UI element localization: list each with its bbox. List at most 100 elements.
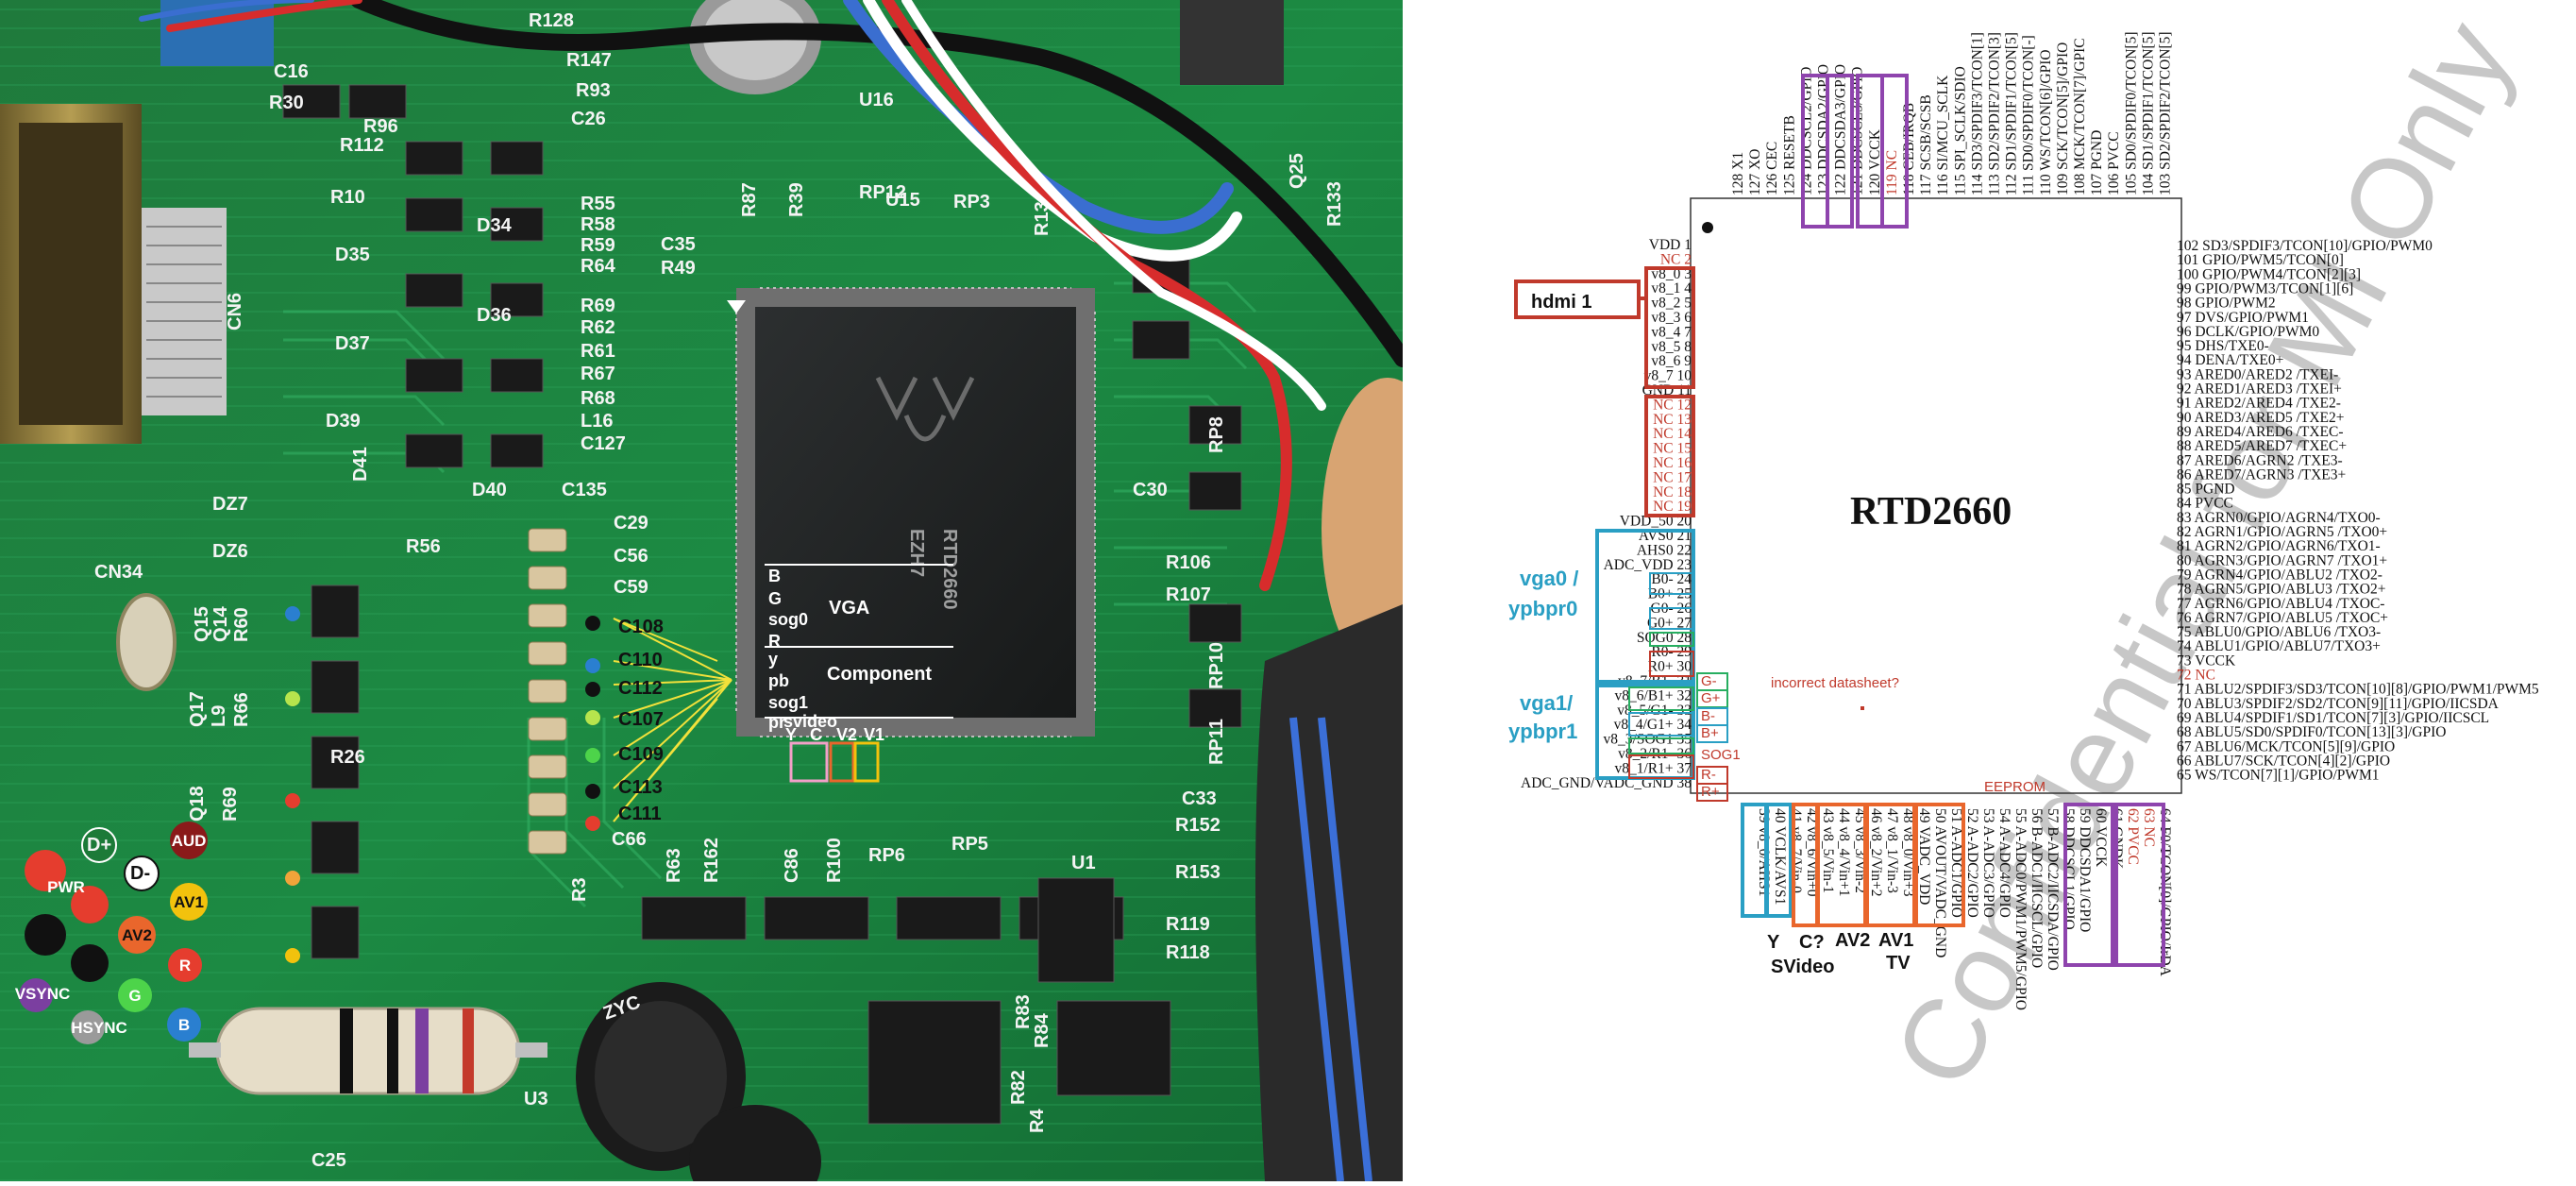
jack-vsync: VSYNC [15,985,71,1003]
lbl-r59: R59 [581,235,615,256]
left-pin-30: R0+ 30 [1648,659,1692,675]
left-pin-14: NC 14 [1653,426,1692,442]
lbl-c59: C59 [614,577,648,598]
box-g1 [1628,712,1694,737]
right-pin-3: 100 GPIO/PWM4/TCON[2][3] [2177,266,2361,282]
lbl-r4: R4 [1027,1109,1048,1133]
lbl-r133: R133 [1324,181,1345,227]
box-b0 [1649,572,1694,595]
comp-label-sog1: sog1 [768,693,808,712]
lbl-c30: C30 [1133,480,1168,500]
vga-label-sog0: sog0 [768,610,808,629]
bottom-pin-13: 51 A-ADC1/GPIO [1948,808,1964,918]
box-ddc1 [2114,803,2165,967]
lbl-c108: C108 [618,617,664,637]
signal-dots [285,606,600,963]
label-hdmi1: hdmi 1 [1531,292,1591,313]
top-pin-4: 125 RESETB [1781,115,1797,195]
lbl-r56: R56 [406,536,441,557]
top-pin-3: 126 CEC [1764,142,1780,195]
top-pin-21: 108 MCK/TCON[7]/GPIC [2072,38,2088,195]
box-b1 [1628,686,1694,711]
top-pin-11: 118 CEB/IRQB [1901,103,1917,195]
bottom-pin-2: 40 VCLK/AVS1 [1772,808,1788,905]
right-pin-12: 91 ARED2/ARED4 /TXE2- [2177,396,2341,412]
lbl-rp12: RP12 [859,182,906,203]
jack-r: R [179,957,191,974]
left-pin-13: NC 13 [1653,412,1692,428]
side-letter-1: G- [1701,673,1717,689]
lbl-r62: R62 [581,317,615,338]
lbl-r162: R162 [701,838,722,883]
lbl-r83: R83 [1013,994,1034,1029]
svideo-y-box [789,741,829,783]
box-sog1 [1628,737,1694,754]
label-av2: AV2 [1835,930,1870,951]
comp-label-pr: pr [768,713,785,732]
lbl-d39: D39 [326,411,361,432]
lbl-c112: C112 [618,678,663,699]
lbl-c127: C127 [581,433,626,454]
pin1-dot [1702,222,1713,233]
vga-label-b: B [768,567,781,585]
label-eeprom: EEPROM [1984,779,2046,795]
top-pin-17: 112 SD1/SPDIF1/TCON[5] [2004,32,2020,195]
left-pin-8: v8_5 8 [1651,339,1692,355]
top-pin-2: 127 XO [1747,148,1763,195]
lbl-r67: R67 [581,364,615,384]
lbl-d37: D37 [335,333,370,354]
right-pin-7: 96 DCLK/GPIO/PWM0 [2177,324,2319,340]
lbl-dminus: D- [130,863,150,884]
side-letter-6: R- [1701,767,1716,783]
right-pin-38: 65 WS/TCON[7][1]/GPIO/PWM1 [2177,768,2380,784]
left-pin-32: v8_6/B1+ 32 [1614,687,1692,703]
top-pin-12: 117 SCSB/SCSB [1918,94,1934,195]
right-pin-31: 72 NC [2177,668,2215,684]
lbl-r13: R13 [1032,201,1052,236]
jack-pwr: PWR [47,878,85,896]
jack-g: G [128,987,141,1005]
chip-outline [1690,197,2182,794]
lbl-cn34: CN34 [94,562,143,583]
lbl-r68: R68 [581,388,615,409]
bottom-pin-20: 58 DDCSCL1/GPIO [2061,808,2077,930]
left-pin-27: G0+ 27 [1647,615,1692,631]
lbl-r69b: R69 [220,787,241,822]
left-pin-3: v8_0 3 [1651,266,1692,282]
realtek-logo [875,376,975,442]
av2-box [829,741,855,783]
label-ypbpr1: ypbpr1 [1508,720,1577,743]
box-sog0 [1649,632,1694,647]
left-pin-17: NC 17 [1653,469,1692,485]
top-pin-13: 116 SI/MCU_SCLK [1935,75,1951,195]
lbl-d41: D41 [350,447,371,482]
chip-marking-1: RTD2660 [939,529,960,610]
lbl-rp3: RP3 [953,192,990,212]
label-svideo: SVideo [1771,957,1834,977]
lbl-r39: R39 [786,182,807,217]
bottom-pin-6: 44 v8_4/Vin+1 [1836,808,1852,897]
right-pin-24: 79 AGRN4/GPIO/ABLU2 /TXO2- [2177,567,2382,583]
lbl-q18: Q18 [187,786,208,822]
bottom-pin-19: 57 B-ADC2/IICSDA/GPIO [2045,808,2061,971]
comp-label-pb: pb [768,671,789,690]
side-letter-7: R+ [1701,784,1720,800]
right-pin-29: 74 ABLU1/GPIO/ABLU7/TXO3+ [2177,638,2381,654]
left-pin-23: ADC_VDD 23 [1604,557,1692,573]
right-pin-10: 93 ARED0/ARED2 /TXEI- [2177,366,2338,382]
jack-b: B [178,1016,190,1034]
right-pin-20: 83 AGRN0/GPIO/AGRN4/TXO0- [2177,510,2381,526]
bottom-pin-15: 53 A-ADC3/GPIO [1980,808,1996,918]
top-pin-18: 111 SD0/SPDIF0/TCON[-] [2021,35,2037,195]
lbl-d34: D34 [477,215,513,236]
right-pin-23: 80 AGRN3/GPIO/AGRN7 /TXO1+ [2177,552,2387,568]
silver-oval [116,593,177,691]
right-pin-30: 73 VCCK [2177,652,2236,669]
right-pin-5: 98 GPIO/PWM2 [2177,296,2276,312]
lbl-d40: D40 [472,480,507,500]
lbl-r66: R66 [231,692,252,727]
top-pin-25: 104 SD1/SPDIF1/TCON[5] [2140,31,2156,195]
